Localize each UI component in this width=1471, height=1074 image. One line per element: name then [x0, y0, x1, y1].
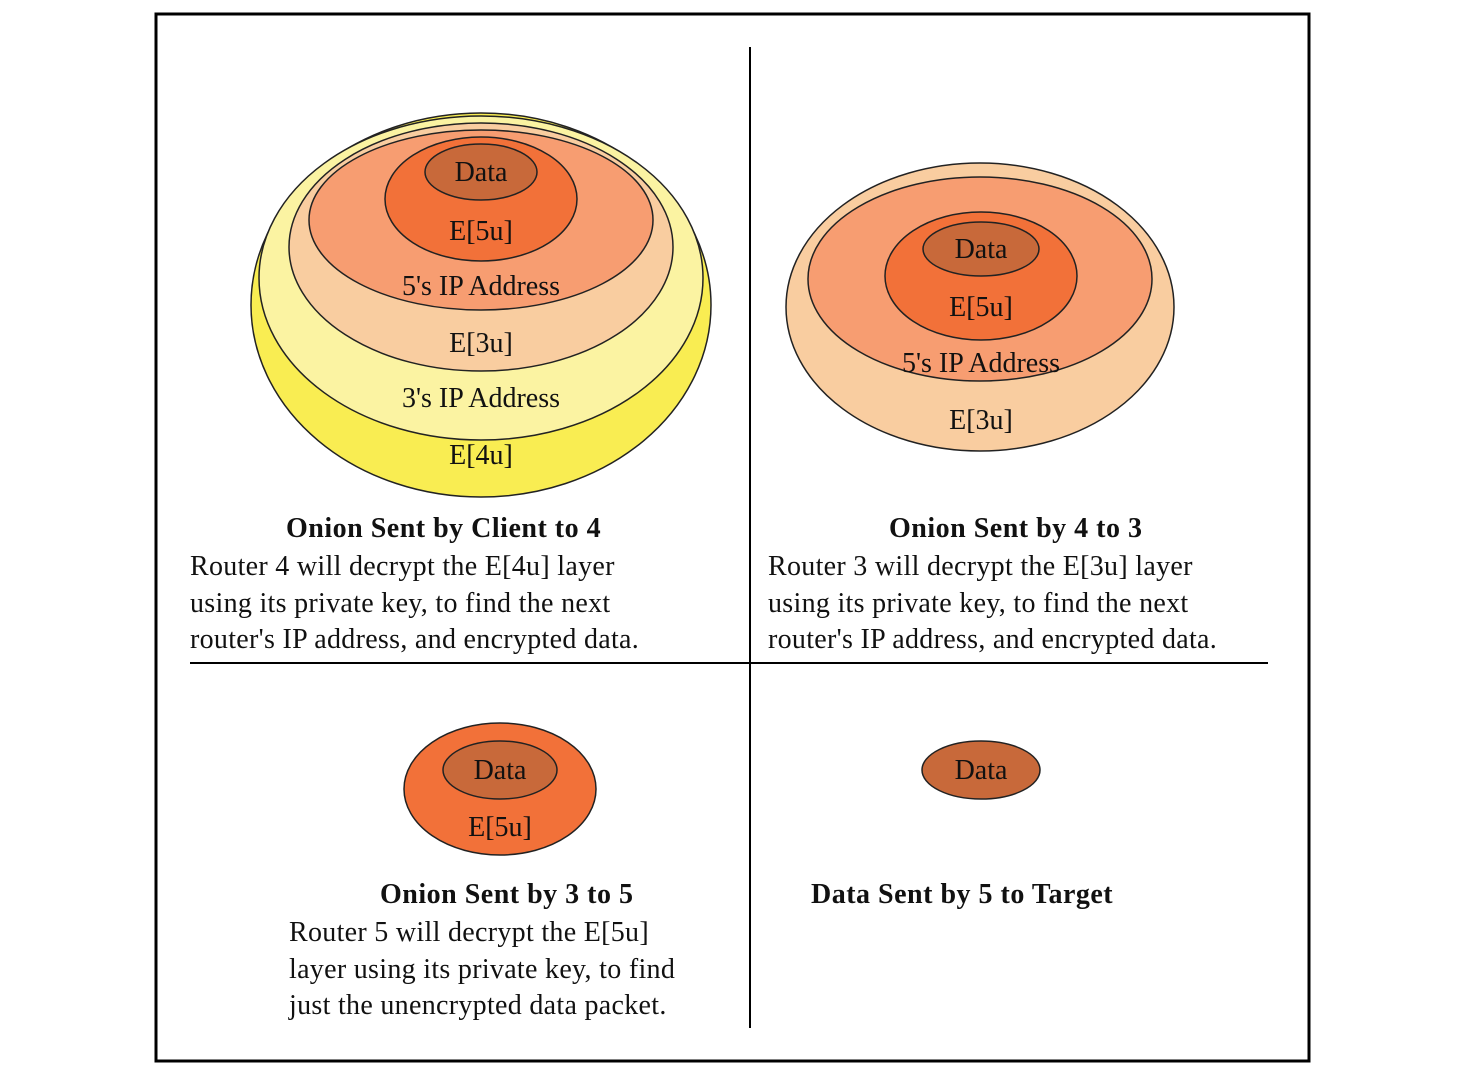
onion-client-to-4 [250, 112, 712, 498]
label-data: Data [474, 755, 527, 786]
panel-title-client-to-4: Onion Sent by Client to 4 [286, 513, 602, 544]
desc-line: layer using its private key, to find [289, 953, 676, 985]
panel-title-4-to-3: Onion Sent by 4 to 3 [889, 513, 1143, 544]
label-data: Data [455, 157, 508, 188]
onion-5-to-target-labels: Data [955, 755, 1008, 786]
layer-data [442, 740, 558, 800]
label-e4u: E[4u] [449, 440, 513, 471]
label-ip3: 3's IP Address [402, 383, 560, 414]
layer-data [424, 143, 538, 201]
panel-title-3-to-5: Onion Sent by 3 to 5 [380, 879, 634, 910]
label-e5u: E[5u] [949, 292, 1013, 323]
label-data: Data [955, 234, 1008, 265]
label-ip5: 5's IP Address [402, 271, 560, 302]
label-ip5: 5's IP Address [902, 348, 1060, 379]
label-e5u: E[5u] [468, 812, 532, 843]
label-e3u: E[3u] [449, 328, 513, 359]
panel-title-5-to-target: Data Sent by 5 to Target [811, 879, 1114, 910]
panel-desc-client-to-4: Router 4 will decrypt the E[4u] layer us… [190, 549, 639, 659]
panel-desc-4-to-3: Router 3 will decrypt the E[3u] layer us… [768, 549, 1217, 659]
label-e5u: E[5u] [449, 216, 513, 247]
desc-line: just the unencrypted data packet. [289, 990, 667, 1021]
onion-4-to-3 [785, 162, 1175, 452]
desc-line: Router 3 will decrypt the E[3u] layer [768, 551, 1193, 582]
desc-line: router's IP address, and encrypted data. [768, 624, 1218, 655]
desc-line: router's IP address, and encrypted data. [190, 624, 640, 655]
onion-client-to-4-labels: Data E[5u] 5's IP Address E[3u] 3's IP A… [402, 157, 560, 471]
onion-5-to-target [921, 740, 1041, 800]
panel-desc-3-to-5: Router 5 will decrypt the E[5u] layer us… [289, 915, 675, 1025]
label-data: Data [955, 755, 1008, 786]
onion-3-to-5 [403, 722, 597, 856]
label-e3u: E[3u] [949, 405, 1013, 436]
onion-4-to-3-labels: Data E[5u] 5's IP Address E[3u] [902, 234, 1060, 436]
desc-line: using its private key, to find the next [768, 587, 1189, 619]
desc-line: Router 4 will decrypt the E[4u] layer [190, 551, 615, 582]
onion-3-to-5-labels: Data E[5u] [468, 755, 532, 843]
layer-data [921, 740, 1041, 800]
layer-data [922, 221, 1040, 277]
desc-line: using its private key, to find the next [190, 587, 611, 619]
desc-line: Router 5 will decrypt the E[5u] [289, 917, 649, 948]
